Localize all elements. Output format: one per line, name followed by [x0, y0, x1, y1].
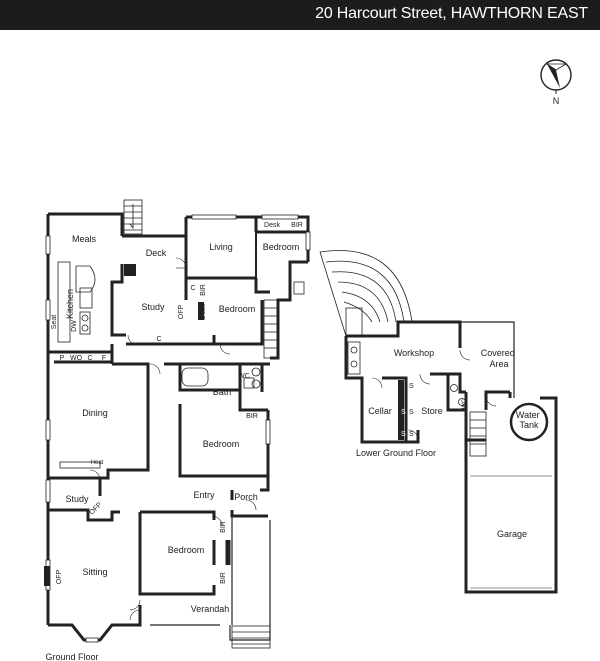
heater-icon [59, 461, 101, 469]
lower-toilet-icon [450, 384, 458, 392]
label-f: F [102, 355, 106, 362]
label-ofp-sitting: OFP [56, 569, 63, 584]
desk-icon [198, 302, 204, 320]
water-tank-icon [509, 402, 549, 442]
room-covered-area: Covered Area [481, 348, 518, 369]
north-compass-icon [540, 59, 572, 94]
room-bedroom-right: Bedroom [203, 439, 240, 449]
fireplace-sitting-icon [44, 566, 50, 586]
north-label: N [553, 96, 560, 106]
label-s3: S [409, 409, 414, 416]
property-address: 20 Harcourt Street, HAWTHORN EAST [315, 5, 588, 22]
label-bir-bed: BIR [246, 413, 258, 420]
room-store: Store [421, 406, 443, 416]
deck-stairs [123, 199, 143, 235]
label-lower-wc: WC [462, 398, 468, 409]
label-ofp-study: OFP [178, 304, 185, 319]
label-p: P [60, 355, 65, 362]
label-bir-mid: BIR [200, 284, 207, 296]
room-bedroom-top: Bedroom [263, 242, 300, 252]
fireplace-deck-icon [124, 264, 136, 276]
store-shelves [398, 380, 404, 440]
label-s5: S [409, 431, 414, 438]
label-water-tank: Water Tank [516, 410, 542, 430]
label-wo: WO [70, 355, 83, 362]
ground-floor-label: Ground Floor [45, 652, 98, 661]
verandah-stairs [231, 625, 271, 649]
label-bir-top: BIR [291, 222, 303, 229]
lower-ground-floor-label: Lower Ground Floor [356, 448, 436, 458]
laundry-icon [293, 281, 305, 295]
lower-floor-doors [371, 349, 497, 441]
room-bedroom-mid: Bedroom [219, 304, 256, 314]
label-bir-lower-2: BIR [220, 572, 227, 584]
room-bedroom-lower: Bedroom [168, 545, 205, 555]
label-s4: S [401, 431, 406, 438]
room-living: Living [209, 242, 233, 252]
garage-stairs [469, 411, 487, 457]
internal-stairs [263, 299, 279, 359]
header-bar: 20 Harcourt Street, HAWTHORN EAST [0, 0, 600, 30]
workshop-sink-icon [347, 341, 361, 375]
kitchen-fixtures [57, 261, 96, 343]
ground-floor-doors [89, 257, 257, 621]
label-c-study-2: C [190, 285, 195, 292]
toilet-icon [251, 367, 261, 377]
room-deck: Deck [146, 248, 167, 258]
room-meals: Meals [72, 234, 97, 244]
label-seat: Seat [51, 315, 58, 329]
label-c-pantry: C [87, 355, 92, 362]
room-study-upper: Study [141, 302, 165, 312]
room-bath: Bath [213, 387, 232, 397]
label-desk-mid: Desk [200, 304, 207, 320]
room-workshop: Workshop [394, 348, 434, 358]
room-study-lower: Study [65, 494, 89, 504]
label-heat: Heat [91, 460, 104, 466]
room-porch: Porch [234, 492, 258, 502]
lower-curved-stairs [319, 250, 413, 337]
room-verandah: Verandah [191, 604, 230, 614]
label-desk-top: Desk [264, 222, 280, 229]
room-entry: Entry [193, 490, 215, 500]
room-dining: Dining [82, 408, 108, 418]
lower-basin-icon [458, 398, 466, 406]
label-bir-lower-1: BIR [220, 521, 227, 533]
bathtub-icon [181, 367, 209, 387]
label-s1: S [409, 383, 414, 390]
shower-icon [243, 377, 255, 389]
label-s2: S [401, 409, 406, 416]
room-kitchen: Kitchen [65, 289, 75, 319]
label-ofp-lower: OFP [88, 501, 103, 516]
garage-door [470, 475, 552, 589]
basin-icon [251, 379, 261, 389]
room-sitting: Sitting [82, 567, 107, 577]
label-wc: WC [238, 373, 250, 380]
label-c-study-1: C [156, 336, 161, 343]
room-cellar: Cellar [368, 406, 392, 416]
label-dw: DW [71, 320, 78, 332]
room-garage: Garage [497, 529, 527, 539]
